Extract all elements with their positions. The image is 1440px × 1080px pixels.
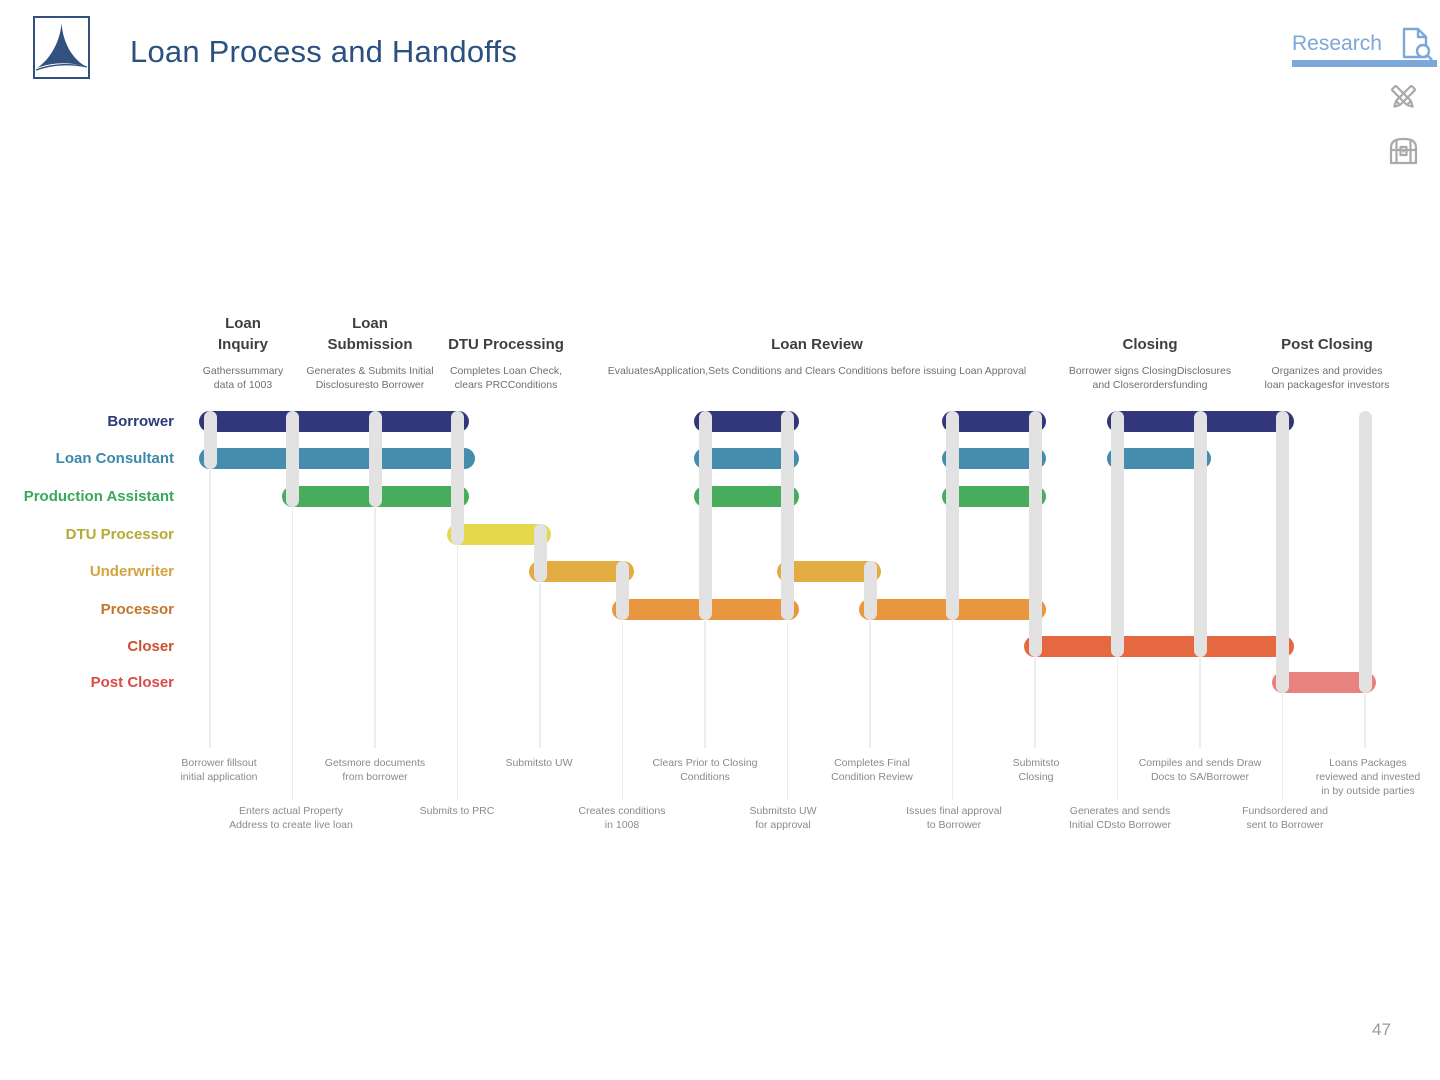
column-gridline — [374, 508, 376, 748]
role-label: Borrower — [107, 412, 174, 430]
handoff-connector — [286, 410, 299, 507]
role-label: DTU Processor — [65, 525, 174, 543]
swimlane-bar — [941, 410, 1046, 432]
phase-title: DTU Processing — [448, 336, 564, 353]
chest-icon[interactable] — [1387, 135, 1420, 172]
handoff-connector — [203, 410, 217, 469]
role-label: Underwriter — [89, 562, 174, 580]
role-label: Processor — [100, 600, 174, 618]
handoff-connector — [1276, 410, 1289, 693]
swimlane-bar — [941, 447, 1046, 469]
column-gridline — [786, 621, 789, 800]
handoff-connector — [533, 523, 547, 582]
swimlane-bar — [1271, 671, 1376, 693]
swimlane-bar — [694, 485, 799, 507]
handoff-connector — [781, 410, 794, 620]
swimlane-bar — [199, 410, 469, 432]
role-label: Closer — [127, 637, 174, 655]
swimlane-bar — [694, 447, 799, 469]
handoff-connector — [368, 410, 382, 507]
role-label: Loan Consultant — [55, 449, 174, 467]
swimlane-bar — [1106, 447, 1211, 469]
column-gridline — [209, 470, 211, 748]
swimlane-bar — [529, 560, 634, 582]
phase-subtitle: Completes Loan Check,clears PRCCondition… — [449, 365, 563, 391]
swimlane-bar — [694, 410, 799, 432]
phase-title: Closing — [1122, 336, 1178, 353]
spire-logo-icon — [33, 16, 90, 79]
column-gridline — [539, 583, 541, 748]
column-gridline — [1364, 694, 1366, 748]
research-tab[interactable]: Research — [1292, 26, 1438, 70]
document-search-icon — [1400, 26, 1434, 67]
column-gridline — [291, 508, 294, 800]
swimlane-bar — [1024, 635, 1294, 657]
handoff-connector — [451, 410, 464, 545]
column-gridline — [456, 546, 459, 800]
handoff-connector — [698, 410, 712, 620]
column-gridline — [951, 621, 954, 800]
column-gridline — [621, 621, 624, 800]
phase-title: Post Closing — [1281, 336, 1373, 353]
role-label: Post Closer — [90, 673, 174, 691]
column-gridline — [1199, 658, 1201, 748]
handoff-connector — [946, 410, 959, 620]
phase-title: Loan Review — [771, 336, 863, 353]
swimlane-bar — [941, 485, 1046, 507]
page-title: Loan Process and Handoffs — [130, 34, 518, 69]
column-gridline — [869, 621, 871, 748]
column-gridline — [1034, 658, 1036, 748]
column-gridline — [1281, 694, 1284, 800]
swimlane-bar — [776, 560, 881, 582]
handoff-connector — [863, 560, 877, 620]
company-logo — [33, 16, 90, 79]
research-tab-underline — [1292, 60, 1437, 67]
handoff-connector — [1193, 410, 1207, 657]
page-number: 47 — [1372, 1020, 1391, 1039]
swimlane-bar — [446, 523, 551, 545]
handoff-connector — [616, 560, 629, 620]
swimlane-bar — [199, 447, 475, 469]
column-gridline — [1116, 658, 1119, 800]
crossed-pencils-icon[interactable] — [1387, 81, 1420, 119]
handoff-annotation: Submitsto UW — [505, 757, 573, 769]
handoff-connector — [1358, 410, 1372, 693]
handoff-connector — [1111, 410, 1124, 657]
research-label: Research — [1292, 32, 1382, 55]
role-label: Production Assistant — [23, 487, 174, 505]
handoff-annotation: Submits to PRC — [419, 805, 495, 817]
handoff-connector — [1028, 410, 1042, 657]
column-gridline — [704, 621, 706, 748]
phase-subtitle: EvaluatesApplication,Sets Conditions and… — [607, 365, 1027, 377]
